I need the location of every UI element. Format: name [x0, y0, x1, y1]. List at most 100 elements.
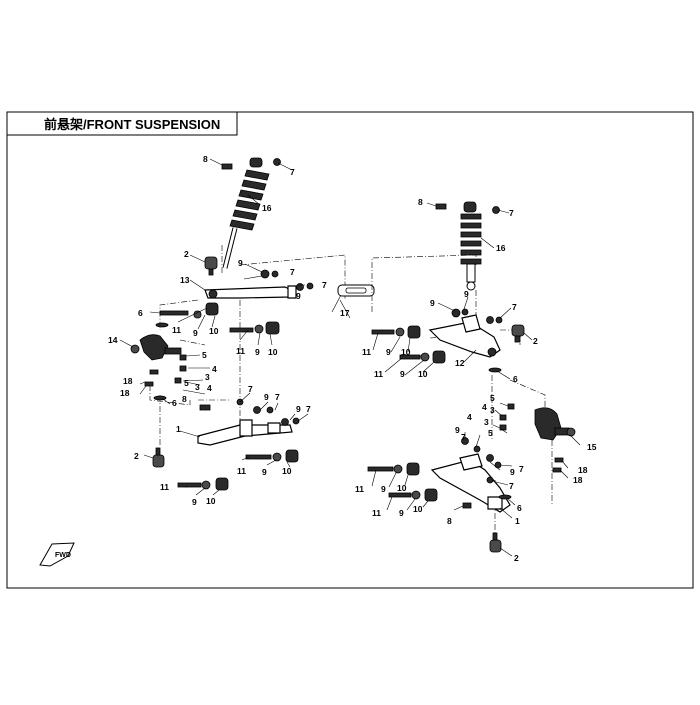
callout-12: 12 [455, 358, 465, 368]
bolt-icon [435, 203, 447, 210]
callout-11: 11 [237, 466, 246, 476]
callout-16: 16 [262, 203, 272, 213]
right-assembly: 8 7 16 9 9 7 11 9 10 2 11 9 10 12 6 5 4 … [355, 197, 597, 563]
callout-5: 5 [202, 350, 207, 360]
callout-9: 9 [400, 369, 405, 379]
bolt-icon [179, 365, 187, 372]
ball-joint-icon [511, 324, 525, 343]
callout-13: 13 [180, 275, 190, 285]
callout-3: 3 [205, 372, 210, 382]
callout-3: 3 [490, 405, 495, 415]
washer-icon [296, 283, 304, 291]
bushing-icon [245, 449, 299, 463]
title-box [6, 111, 238, 136]
callout-9: 9 [510, 467, 515, 477]
bushing-icon [159, 302, 219, 319]
callout-8: 8 [203, 154, 208, 164]
callout-9: 9 [386, 347, 391, 357]
callout-10: 10 [401, 347, 411, 357]
callout-11: 11 [160, 482, 169, 492]
dash-line [159, 299, 199, 330]
callout-7: 7 [248, 384, 253, 394]
bushing-icon [177, 477, 229, 491]
callout-3: 3 [484, 417, 489, 427]
callout-10: 10 [282, 466, 292, 476]
callout-10: 10 [397, 483, 407, 493]
washer-icon [451, 308, 461, 318]
callout-6: 6 [513, 374, 518, 384]
callout-4: 4 [212, 364, 217, 374]
nut-icon [473, 445, 481, 453]
callout-6: 6 [517, 503, 522, 513]
washer-icon [498, 494, 512, 500]
bolt-icon [462, 502, 472, 509]
callout-11: 11 [236, 346, 245, 356]
right-lower-a-arm [430, 453, 511, 513]
left-lower-a-arm [197, 419, 293, 446]
callout-10: 10 [268, 347, 278, 357]
seal-plate-icon [337, 284, 375, 297]
callout-8: 8 [418, 197, 423, 207]
ball-joint-icon [489, 532, 502, 553]
callout-11: 11 [362, 347, 371, 357]
callout-7: 7 [461, 432, 466, 442]
left-shock-absorber [222, 157, 270, 269]
bolt-icon [552, 467, 562, 473]
callout-7: 7 [509, 208, 514, 218]
washer-icon [260, 269, 270, 279]
dash-line [509, 379, 546, 410]
left-steering-knuckle [130, 334, 182, 361]
callout-10: 10 [413, 504, 423, 514]
callout-9: 9 [430, 298, 435, 308]
callout-9: 9 [264, 392, 269, 402]
callout-9: 9 [238, 258, 243, 268]
bolt-icon [144, 381, 154, 387]
callout-18: 18 [573, 475, 583, 485]
nut-icon [306, 282, 314, 290]
callout-9: 9 [192, 497, 197, 507]
callout-5: 5 [488, 428, 493, 438]
callout-17: 17 [340, 308, 350, 318]
bolt-icon [149, 369, 159, 375]
callout-2: 2 [134, 451, 139, 461]
nut-icon [266, 406, 274, 414]
callout-9: 9 [381, 484, 386, 494]
dash-line [149, 385, 191, 406]
right-upper-a-arm [428, 314, 501, 358]
ball-joint-icon [204, 256, 218, 276]
callout-7: 7 [519, 464, 524, 474]
callout-6: 6 [172, 398, 177, 408]
washer-icon [155, 322, 169, 328]
bushing-icon [371, 325, 421, 339]
callout-2: 2 [514, 553, 519, 563]
callout-16: 16 [496, 243, 506, 253]
callout-11: 11 [355, 484, 364, 494]
callout-18: 18 [123, 376, 133, 386]
callout-7: 7 [322, 280, 327, 290]
page-title: 前悬架/FRONT SUSPENSION [44, 117, 220, 132]
callout-9: 9 [399, 508, 404, 518]
callout-6: 6 [138, 308, 143, 318]
bolt-icon [554, 457, 564, 463]
callout-9: 9 [255, 347, 260, 357]
callout-2: 2 [184, 249, 189, 259]
nut-icon [461, 308, 469, 316]
callout-11: 11 [374, 369, 383, 379]
dash-line [371, 254, 477, 312]
callout-10: 10 [418, 369, 428, 379]
right-steering-knuckle [534, 407, 576, 441]
left-assembly: FWD 8 7 16 2 9 7 13 9 7 17 6 11 9 10 11 … [39, 154, 375, 567]
callout-7: 7 [306, 404, 311, 414]
callout-4: 4 [207, 383, 212, 393]
callout-1: 1 [176, 424, 181, 434]
callout-7: 7 [509, 481, 514, 491]
drawing-frame [6, 111, 694, 589]
callout-5: 5 [184, 378, 189, 388]
left-upper-a-arm [204, 285, 297, 299]
callout-18: 18 [578, 465, 588, 475]
bushing-icon [229, 321, 280, 335]
callout-2: 2 [533, 336, 538, 346]
washer-icon [486, 476, 494, 484]
dash-line [179, 339, 206, 346]
